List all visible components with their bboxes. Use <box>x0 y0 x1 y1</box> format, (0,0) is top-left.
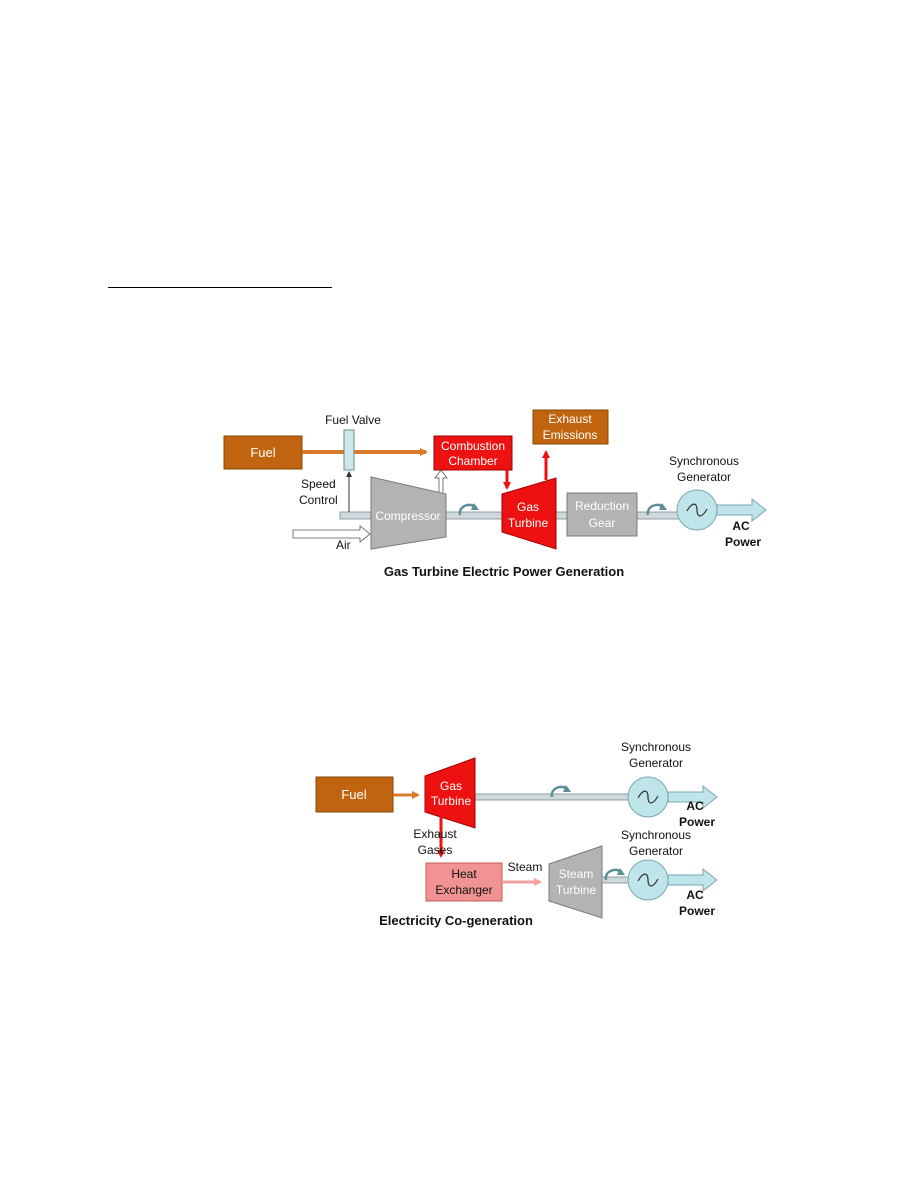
reduction-gear-label-1: Reduction <box>575 499 629 513</box>
air-label: Air <box>336 538 351 552</box>
cogen-generator2-label-1: Synchronous <box>621 828 691 842</box>
fuel-valve <box>343 429 355 471</box>
diagram-cogeneration: Fuel Gas Turbine Synchronous Generator A… <box>315 740 718 928</box>
cogen-ac-output-arrow-1 <box>667 784 718 810</box>
diagram1-caption: Gas Turbine Electric Power Generation <box>384 564 624 579</box>
heading-underline <box>108 287 332 288</box>
combustion-chamber <box>433 435 513 471</box>
speed-control-label-1: Speed <box>301 477 336 491</box>
heat-exchanger-label-2: Exchanger <box>435 883 492 897</box>
exhaust-label-1: Exhaust <box>548 412 592 426</box>
diagram2-caption: Electricity Co-generation <box>379 913 533 928</box>
rotation-icon-2-head <box>659 503 667 510</box>
generator-label-1: Synchronous <box>669 454 739 468</box>
cogen-ac-sine-icon-1 <box>637 790 659 804</box>
ac-power-label-2: Power <box>725 535 761 549</box>
generator-label-2: Generator <box>677 470 731 484</box>
reduction-gear-label-2: Gear <box>589 516 616 530</box>
cogen-ac1-label-1: AC <box>686 799 704 813</box>
cogen-gas-turbine <box>424 757 476 829</box>
cogen-turbine-label-2: Turbine <box>431 794 472 808</box>
cogen-rotation-icon-2-head <box>617 868 625 875</box>
cogen-ac1-label-2: Power <box>679 815 715 829</box>
reduction-gear <box>566 492 638 537</box>
cogen-turbine-label-1: Gas <box>440 779 462 793</box>
cogen-generator1-label-1: Synchronous <box>621 740 691 754</box>
cogen-ac-output-arrow-2 <box>667 867 718 893</box>
exhaust-emissions-box <box>532 409 609 445</box>
cogen-fuel-box <box>315 776 394 813</box>
cogen-rotation-icon-1-head <box>563 785 571 792</box>
exhaust-gases-label-2: Gases <box>418 843 453 857</box>
steam-turbine-label-2: Turbine <box>556 883 597 897</box>
ac-sine-icon <box>686 503 708 517</box>
cogen-generator2-label-2: Generator <box>629 844 683 858</box>
exhaust-gases-label-1: Exhaust <box>413 827 457 841</box>
air-intake-arrow <box>292 525 371 543</box>
speed-control-label-2: Control <box>299 493 338 507</box>
compressor-label: Compressor <box>375 509 440 523</box>
cogen-ac2-label-1: AC <box>686 888 704 902</box>
fuel-box <box>223 435 303 470</box>
compressor <box>370 476 447 550</box>
diagram-gas-turbine-power: Fuel Fuel Valve Speed Control Combustion… <box>223 409 767 579</box>
gas-turbine <box>501 477 557 550</box>
cogen-ac2-label-2: Power <box>679 904 715 918</box>
combustion-label-2: Chamber <box>448 454 497 468</box>
rotation-icon-1-head <box>471 503 479 510</box>
steam-turbine-label-1: Steam <box>559 867 594 881</box>
gas-turbine-label-1: Gas <box>517 500 539 514</box>
steam-turbine <box>548 845 603 919</box>
steam-label: Steam <box>508 860 543 874</box>
cogen-generator1-label-2: Generator <box>629 756 683 770</box>
cogen-fuel-label: Fuel <box>341 787 366 802</box>
fuel-valve-label: Fuel Valve <box>325 413 381 427</box>
ac-power-label-1: AC <box>732 519 750 533</box>
cogen-ac-sine-icon-2 <box>637 873 659 887</box>
exhaust-label-2: Emissions <box>543 428 598 442</box>
gas-turbine-label-2: Turbine <box>508 516 549 530</box>
combustion-label-1: Combustion <box>441 439 505 453</box>
fuel-label: Fuel <box>250 445 275 460</box>
heat-exchanger-label-1: Heat <box>451 867 477 881</box>
ac-output-arrow <box>716 497 767 523</box>
